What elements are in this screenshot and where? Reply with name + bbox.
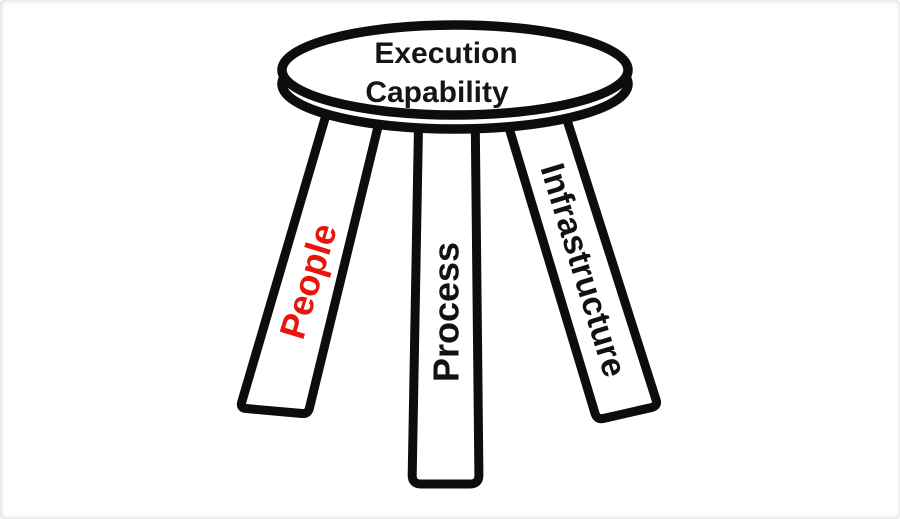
leg-label-process: Process — [426, 242, 467, 382]
leg-infrastructure-shape — [495, 93, 662, 424]
leg-people-shape — [236, 93, 390, 419]
leg-process-shape — [407, 93, 484, 489]
seat-top — [277, 20, 633, 120]
seat-label-line1: Execution — [374, 37, 517, 70]
seat-label-line2: Capability — [365, 76, 509, 109]
